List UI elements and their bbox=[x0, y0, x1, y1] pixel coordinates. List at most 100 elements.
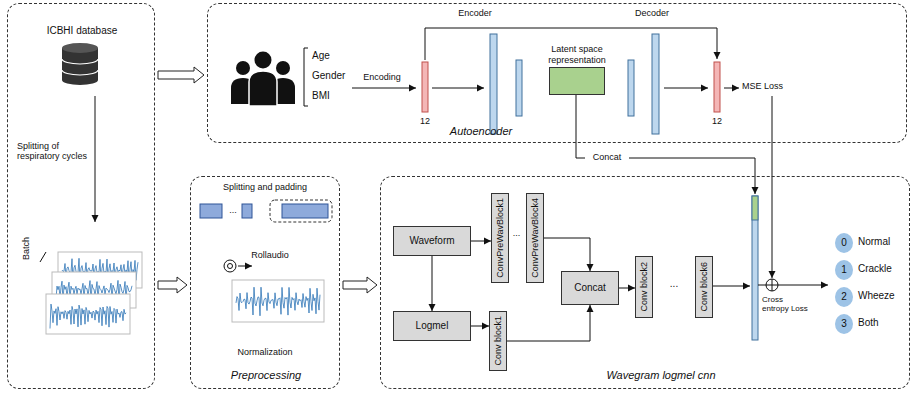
split-segment bbox=[242, 204, 252, 218]
split-segment bbox=[200, 204, 222, 218]
connector bbox=[619, 288, 635, 289]
input-bracket bbox=[304, 48, 308, 106]
mse-line bbox=[772, 96, 773, 278]
plot-frame bbox=[46, 294, 130, 334]
plot-frame bbox=[232, 280, 324, 322]
box-text: Conv block2 bbox=[639, 262, 649, 312]
text-label: ... bbox=[508, 228, 525, 238]
text-label: Crackle bbox=[858, 263, 908, 275]
pad-frame bbox=[270, 200, 332, 222]
class-circle: 1 bbox=[835, 260, 853, 280]
text-label: Rollaudio bbox=[240, 250, 300, 260]
text-label: ... bbox=[224, 205, 242, 215]
box-text: Waveform bbox=[409, 235, 454, 247]
latent-part bbox=[752, 196, 758, 220]
decoder-layer bbox=[628, 60, 634, 116]
process-box: Conv block6 bbox=[695, 256, 713, 318]
waveform-trace bbox=[50, 304, 126, 328]
encoding-arrow bbox=[352, 88, 416, 89]
process-box: ConvPreWavBlock4 bbox=[526, 193, 544, 283]
loss-arrow bbox=[724, 88, 739, 89]
text-label: MSE Loss bbox=[742, 81, 802, 91]
panel-title: Wavegram logmel cnn bbox=[561, 369, 761, 382]
text-label: Wheeze bbox=[858, 290, 908, 302]
text-label: Both bbox=[858, 317, 908, 329]
vector-to-sum bbox=[758, 285, 766, 286]
people-icon bbox=[231, 52, 295, 107]
batch-label: Batch bbox=[21, 237, 31, 260]
decoder-layer bbox=[652, 34, 659, 134]
feature-vector bbox=[752, 196, 758, 340]
block-to-vector bbox=[712, 286, 750, 287]
concat-line bbox=[576, 94, 755, 194]
class-circle: 2 bbox=[835, 287, 853, 307]
roll-icon bbox=[224, 260, 236, 272]
panel-title: Autoencoder bbox=[431, 125, 531, 138]
text-label: Age bbox=[312, 50, 357, 62]
box-text: 1 bbox=[841, 264, 847, 276]
text-label: Concat bbox=[585, 152, 629, 162]
connector bbox=[471, 241, 491, 242]
box-text: ConvPreWavBlock4 bbox=[530, 198, 540, 278]
process-box: Waveform bbox=[393, 226, 471, 256]
text-label: 12 bbox=[415, 116, 435, 126]
text-label: Encoder bbox=[445, 8, 505, 18]
waveform-trace bbox=[236, 287, 320, 316]
text-label: Decoder bbox=[622, 8, 682, 18]
box-text: Conv block1 bbox=[493, 316, 503, 366]
box-text: 0 bbox=[841, 237, 847, 249]
text-label: BMI bbox=[312, 90, 357, 102]
waveform-plots bbox=[46, 252, 324, 334]
batch-tick bbox=[40, 252, 46, 262]
latent-heading: Latent space representation bbox=[529, 44, 625, 65]
encoder-layer bbox=[490, 34, 497, 134]
output-arrow bbox=[778, 285, 828, 286]
box-text: Concat bbox=[574, 282, 606, 294]
class-circle: 3 bbox=[835, 314, 853, 334]
box-text: Conv block6 bbox=[699, 262, 709, 312]
box-text: ConvPreWavBlock1 bbox=[495, 198, 505, 278]
panel-region: Preprocessing bbox=[190, 176, 340, 389]
text-label: Gender bbox=[312, 70, 357, 82]
process-box: ConvPreWavBlock1 bbox=[491, 193, 509, 283]
panel-title: Preprocessing bbox=[191, 369, 341, 382]
text-label: Cross entropy Loss bbox=[762, 295, 810, 313]
text-label: Encoding bbox=[352, 72, 412, 82]
layer-arrow bbox=[432, 88, 484, 89]
panel-text: Splitting of respiratory cycles bbox=[17, 141, 89, 162]
latent-box: Latent space representation bbox=[549, 67, 605, 95]
connector bbox=[343, 277, 377, 293]
box-text: 2 bbox=[841, 291, 847, 303]
database-icon bbox=[62, 43, 98, 85]
text-label: ... bbox=[656, 278, 692, 290]
connector bbox=[471, 326, 489, 327]
text-label: Normalization bbox=[190, 347, 340, 357]
box-text: 3 bbox=[841, 318, 847, 330]
process-box: Conv block1 bbox=[489, 311, 507, 371]
encoder-layer bbox=[516, 60, 522, 116]
box-text: Logmel bbox=[416, 320, 449, 332]
roll-arrow bbox=[238, 266, 252, 267]
sum-symbol bbox=[766, 279, 778, 291]
panel-text: ICBHI database bbox=[18, 25, 146, 37]
process-box: Concat bbox=[561, 271, 619, 305]
panel-region: ICBHI databaseSplitting of respiratory c… bbox=[7, 3, 155, 389]
output-layer bbox=[714, 62, 720, 112]
panel-region: Wavegram logmel cnn WaveformLogmel ConvPre… bbox=[380, 176, 910, 389]
class-circle: 0 bbox=[835, 233, 853, 253]
split-arrow bbox=[95, 96, 96, 222]
connector bbox=[158, 67, 204, 83]
connector bbox=[158, 277, 187, 293]
layer-arrow bbox=[664, 88, 708, 89]
connector bbox=[544, 238, 590, 271]
input-layer bbox=[422, 62, 428, 112]
padded-segment bbox=[282, 204, 328, 218]
process-box: Conv block2 bbox=[635, 256, 653, 318]
connector bbox=[432, 256, 433, 311]
text-label: Normal bbox=[858, 236, 908, 248]
text-label: Splitting and padding bbox=[190, 182, 340, 192]
connector bbox=[507, 305, 590, 341]
text-label: 12 bbox=[707, 116, 727, 126]
process-box: Logmel bbox=[393, 311, 471, 341]
